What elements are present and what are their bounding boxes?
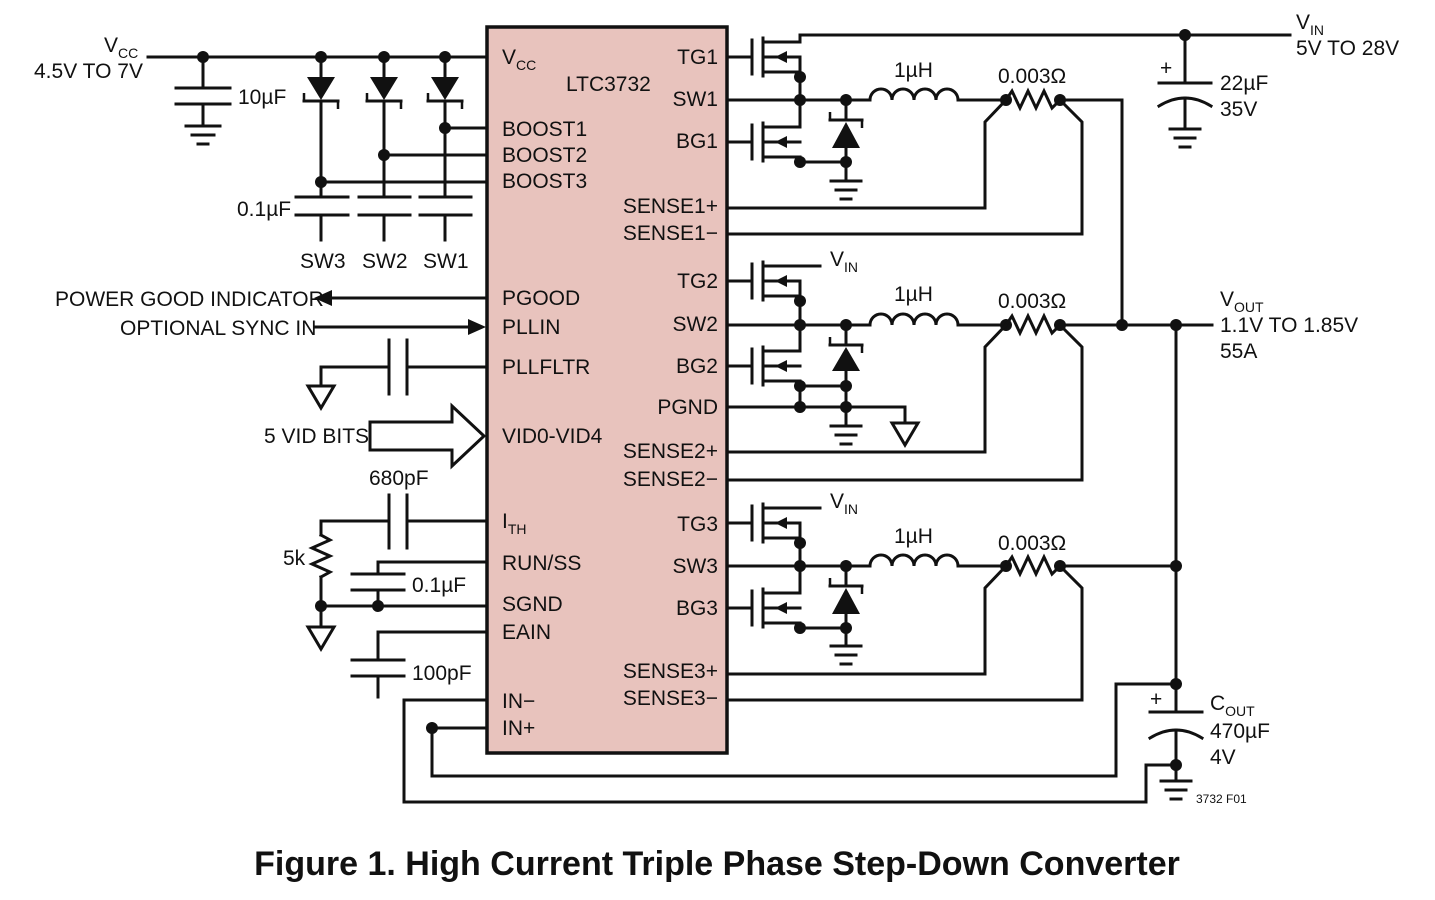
cap-0-1uf-label: 0.1µF	[237, 198, 291, 221]
inductor-3-label: 1µH	[894, 525, 933, 548]
pin-sense2p: SENSE2+	[623, 440, 718, 463]
pin-vid: VID0-VID4	[502, 425, 603, 448]
vout-label: VOUT	[1220, 288, 1264, 315]
pin-boost1: BOOST1	[502, 118, 587, 141]
pllfltr-network	[305, 338, 489, 411]
vcc-range: 4.5V TO 7V	[34, 60, 143, 83]
sense-res-2-label: 0.003Ω	[998, 290, 1066, 313]
pin-sense1m: SENSE1−	[623, 222, 718, 245]
boost-diodes	[302, 55, 464, 198]
vid-bus: 5 VID BITS	[264, 402, 487, 470]
pin-sw1: SW1	[672, 88, 718, 111]
pin-pgood: PGOOD	[502, 287, 580, 310]
pin-sense3p: SENSE3+	[623, 660, 718, 683]
pin-eain: EAIN	[502, 621, 551, 644]
ic-body	[485, 25, 729, 755]
sw1-label: SW1	[423, 250, 469, 273]
ic-part-number: LTC3732	[566, 73, 651, 96]
inductor-2-label: 1µH	[894, 283, 933, 306]
sw2-label: SW2	[362, 250, 408, 273]
cap-100pf-label: 100pF	[412, 662, 472, 685]
phase-3-power-stage: VIN 1µH 0.003Ω	[725, 490, 1182, 702]
cout-plus: +	[1150, 688, 1162, 711]
figure-code: 3732 F01	[1196, 792, 1247, 806]
pin-boost3: BOOST3	[502, 170, 587, 193]
differential-sense: 100pF	[350, 630, 1178, 804]
vin-3-label: VIN	[830, 490, 858, 517]
vcc-input-network: VCC 4.5V TO 7V 10µF	[34, 34, 489, 273]
cap-680pf-label: 680pF	[369, 467, 429, 490]
pgood-pllin: POWER GOOD INDICATOR OPTIONAL SYNC IN	[55, 288, 489, 340]
cap-0-1uf-b-label: 0.1µF	[412, 574, 466, 597]
vin-label: VIN	[1296, 11, 1324, 38]
pin-bg1: BG1	[676, 130, 718, 153]
inductor-1-label: 1µH	[894, 59, 933, 82]
vout-rail: VOUT 1.1V TO 1.85V 55A	[1058, 98, 1358, 712]
vout-range: 1.1V TO 1.85V	[1220, 314, 1358, 337]
pin-sense3m: SENSE3−	[623, 687, 718, 710]
pin-sgnd: SGND	[502, 593, 563, 616]
vin-rail: VIN 5V TO 28V + 22µF 35V	[798, 11, 1399, 149]
boost-caps	[294, 195, 473, 242]
res-5k-label: 5k	[283, 547, 306, 570]
pin-tg2: TG2	[677, 270, 718, 293]
cin-plus: +	[1160, 57, 1172, 80]
vin-2-label: VIN	[830, 248, 858, 275]
cout-voltage: 4V	[1210, 746, 1236, 769]
pin-pgnd: PGND	[657, 396, 718, 419]
cap-10uf-label: 10µF	[238, 86, 286, 109]
cin-voltage: 35V	[1220, 98, 1257, 121]
pin-pllfltr: PLLFLTR	[502, 356, 590, 379]
power-good-label: POWER GOOD INDICATOR	[55, 288, 324, 311]
phase-1-power-stage: 1µH 0.003Ω	[725, 33, 1124, 236]
pin-run-ss: RUN/SS	[502, 552, 581, 575]
pin-bg3: BG3	[676, 597, 718, 620]
pin-sense2m: SENSE2−	[623, 468, 718, 491]
sw3-label: SW3	[300, 250, 346, 273]
sync-in-label: OPTIONAL SYNC IN	[120, 317, 316, 340]
pin-sw3: SW3	[672, 555, 718, 578]
ic-right-pins: TG1 SW1 BG1 SENSE1+ SENSE1− TG2 SW2 BG2 …	[623, 46, 718, 710]
pin-sw2: SW2	[672, 313, 718, 336]
output-capacitor: + COUT 470µF 4V 3732 F01	[1144, 678, 1270, 806]
sense-res-3-label: 0.003Ω	[998, 532, 1066, 555]
vout-current: 55A	[1220, 340, 1257, 363]
pin-bg2: BG2	[676, 355, 718, 378]
cin-value: 22µF	[1220, 72, 1268, 95]
ith-compensation: 680pF 5k 0.1µF	[283, 467, 489, 652]
cout-label: COUT	[1210, 692, 1255, 719]
pin-in-plus: IN+	[502, 717, 535, 740]
pin-in-minus: IN−	[502, 690, 535, 713]
pin-pllin: PLLIN	[502, 316, 560, 339]
cout-value: 470µF	[1210, 720, 1270, 743]
pin-boost2: BOOST2	[502, 144, 587, 167]
figure-caption: Figure 1. High Current Triple Phase Step…	[254, 845, 1180, 883]
pin-tg1: TG1	[677, 46, 718, 69]
vid-bits-label: 5 VID BITS	[264, 425, 369, 448]
phase-2-power-stage: VIN 1µH	[725, 248, 1084, 482]
sense-res-1-label: 0.003Ω	[998, 65, 1066, 88]
pin-sense1p: SENSE1+	[623, 195, 718, 218]
vcc-label: VCC	[104, 34, 138, 61]
vin-range: 5V TO 28V	[1296, 37, 1399, 60]
pin-tg3: TG3	[677, 513, 718, 536]
